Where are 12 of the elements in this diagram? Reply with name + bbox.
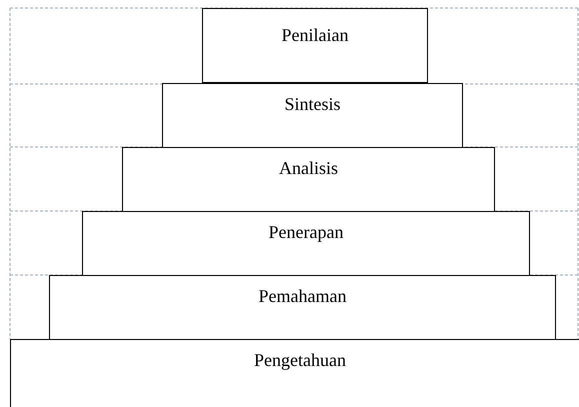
level-label: Analisis	[278, 158, 338, 178]
level-box	[82, 211, 530, 276]
level-box	[162, 83, 463, 148]
level-label: Pengetahuan	[254, 350, 346, 370]
level-label: Pemahaman	[258, 286, 346, 306]
level-label: Sintesis	[284, 94, 340, 114]
level-box	[122, 147, 495, 212]
level-label: Penilaian	[282, 25, 348, 45]
level-box	[49, 275, 556, 340]
level-label: Penerapan	[268, 222, 344, 242]
level-box	[10, 339, 579, 407]
level-box	[202, 8, 428, 83]
